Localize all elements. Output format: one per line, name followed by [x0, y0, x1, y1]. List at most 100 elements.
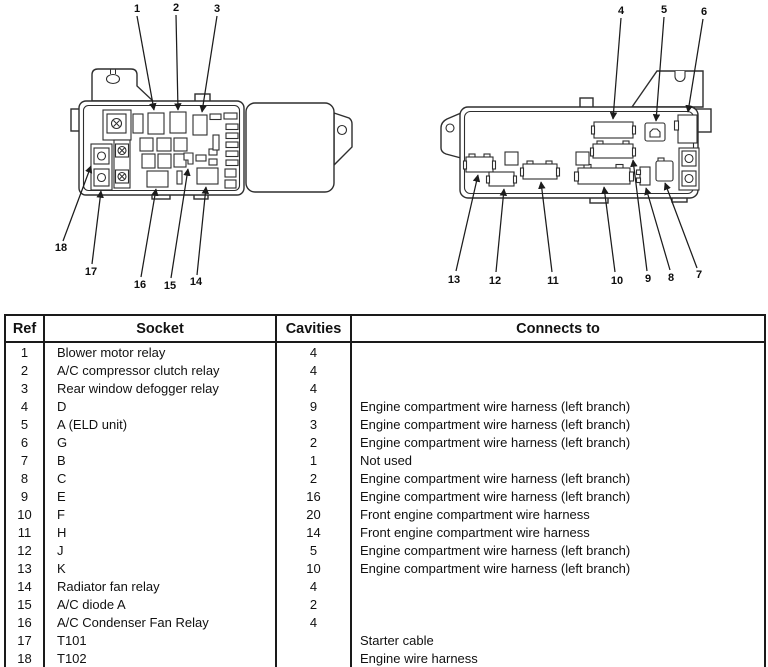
connects-cell [350, 613, 766, 631]
table-row: 15 A/C diode A 2 [4, 595, 766, 613]
table-row: 5 A (ELD unit) 3 Engine compartment wire… [4, 415, 766, 433]
table-row: 4 D 9 Engine compartment wire harness (l… [4, 397, 766, 415]
table-row: 17 T101 Starter cable [4, 631, 766, 649]
callout-line-7 [663, 182, 698, 269]
mounting-bracket [440, 111, 462, 159]
cavities-cell: 4 [275, 342, 352, 361]
mounting-bracket [91, 68, 155, 102]
callout-label-16: 16 [134, 279, 146, 291]
cavities-cell: 2 [275, 469, 352, 487]
connector-end-tab [631, 147, 637, 157]
callout-label-4: 4 [618, 5, 625, 17]
callout-line-14 [196, 186, 210, 276]
ref-cell: 5 [4, 415, 45, 433]
callout-line-17 [91, 190, 104, 265]
connector-end-tab [485, 175, 491, 184]
connector-end-tab [462, 160, 468, 170]
connector-end-tab [628, 171, 635, 182]
left-callouts: 1 2 3 18 17 16 15 14 [55, 2, 220, 292]
connects-cell: Engine compartment wire harness (left br… [350, 487, 766, 505]
socket-cell: C [43, 469, 277, 487]
callout-label-3: 3 [214, 3, 220, 15]
connects-cell: Engine compartment wire harness (left br… [350, 541, 766, 559]
fuse-slot [225, 150, 239, 158]
socket-cell: T102 [43, 649, 277, 667]
ref-cell: 18 [4, 649, 45, 667]
cavities-cell: 2 [275, 595, 352, 613]
cavities-cell: 9 [275, 397, 352, 415]
fuse-socket [176, 170, 183, 185]
callout-line-1 [136, 15, 157, 111]
connector-end-tab [555, 167, 561, 177]
callout-line-5 [652, 16, 665, 122]
socket-cell: A/C Condenser Fan Relay [43, 613, 277, 631]
cavities-cell: 4 [275, 613, 352, 631]
table-body: 1 Blower motor relay 4 2 A/C compressor … [4, 342, 766, 667]
bracket-slot-notch [110, 69, 116, 74]
fuse-socket [209, 113, 222, 121]
cavities-cell: 2 [275, 433, 352, 451]
ref-cell: 6 [4, 433, 45, 451]
bracket-hole [445, 123, 455, 133]
callout-label-7: 7 [696, 269, 702, 281]
right-callouts: 4 5 6 13 12 11 10 9 8 7 [448, 4, 707, 287]
fuse-socket [132, 113, 144, 134]
connects-cell: Engine compartment wire harness (left br… [350, 415, 766, 433]
ref-cell: 13 [4, 559, 45, 577]
screw-cross [119, 173, 125, 180]
socket-cell: H [43, 523, 277, 541]
cavities-cell [275, 631, 352, 649]
ref-cell: 15 [4, 595, 45, 613]
connects-cell [350, 595, 766, 613]
connector-8 [639, 166, 651, 186]
ref-cell: 10 [4, 505, 45, 523]
connects-cell: Starter cable [350, 631, 766, 649]
connector-4 [593, 121, 634, 139]
callout-line-11 [538, 181, 553, 273]
fuse-socket [173, 137, 188, 152]
callout-line-18 [62, 165, 93, 242]
socket-cell: F [43, 505, 277, 523]
fuse-slot [225, 132, 239, 140]
socket-cell: D [43, 397, 277, 415]
fusebox-cover [245, 102, 335, 193]
callout-label-17: 17 [85, 266, 97, 278]
callout-line-8 [644, 187, 671, 271]
cavities-header: Cavities [275, 314, 352, 343]
cavities-cell: 16 [275, 487, 352, 505]
callout-label-11: 11 [547, 275, 559, 287]
bracket-slot [674, 71, 686, 82]
table-header: Ref Socket Cavities Connects to [4, 314, 766, 343]
ref-cell: 3 [4, 379, 45, 397]
callout-label-14: 14 [190, 276, 203, 288]
connector-13 [465, 156, 494, 173]
fuse-socket [156, 137, 172, 152]
connects-cell: Front engine compartment wire harness [350, 523, 766, 541]
relay-2-socket [169, 111, 187, 134]
relay-16-socket [146, 170, 169, 188]
connects-cell [350, 577, 766, 595]
diode-15-socket [183, 152, 194, 165]
cavities-cell: 3 [275, 415, 352, 433]
cavities-cell: 14 [275, 523, 352, 541]
bracket-hole [336, 124, 348, 136]
stud-hole [96, 172, 107, 183]
connects-cell [350, 379, 766, 397]
relay-14-socket [196, 167, 219, 185]
cover-bracket [333, 112, 353, 167]
socket-cell: B [43, 451, 277, 469]
table-row: 10 F 20 Front engine compartment wire ha… [4, 505, 766, 523]
socket-cell: K [43, 559, 277, 577]
left-fusebox-diagram [70, 68, 353, 200]
cavities-cell: 10 [275, 559, 352, 577]
callout-label-9: 9 [645, 273, 651, 285]
connects-cell: Engine compartment wire harness (left br… [350, 433, 766, 451]
socket-cell: Rear window defogger relay [43, 379, 277, 397]
connects-cell [350, 361, 766, 379]
table-row: 16 A/C Condenser Fan Relay 4 [4, 613, 766, 631]
table-row: 1 Blower motor relay 4 [4, 342, 766, 361]
ref-cell: 8 [4, 469, 45, 487]
table-row: 9 E 16 Engine compartment wire harness (… [4, 487, 766, 505]
screw-cross [119, 147, 125, 154]
callout-label-8: 8 [668, 272, 674, 284]
